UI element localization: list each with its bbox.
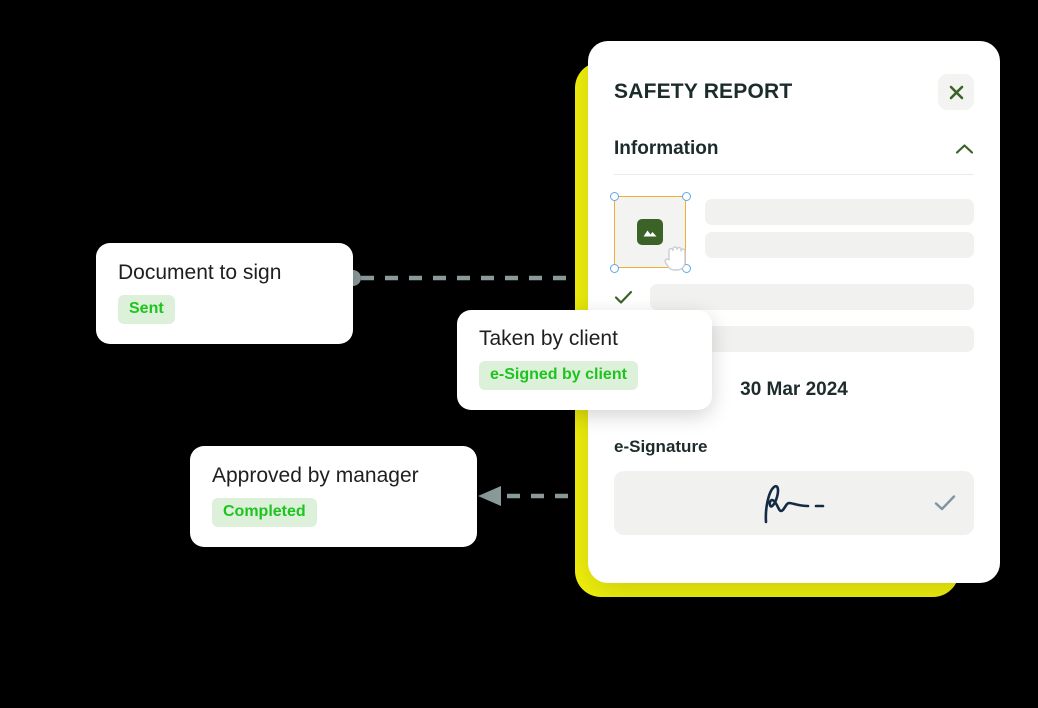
status-badge: e-Signed by client — [479, 361, 638, 390]
skeleton-field — [705, 199, 974, 225]
collapse-section-button[interactable] — [955, 143, 974, 155]
flow-card-title: Taken by client — [479, 327, 618, 350]
connector-arrow-left-2 — [478, 486, 501, 506]
skeleton-field — [705, 232, 974, 258]
flow-card-title: Approved by manager — [212, 464, 419, 487]
thumbnail-selection — [609, 191, 691, 273]
chevron-up-icon — [955, 144, 974, 154]
close-button[interactable] — [938, 74, 974, 110]
image-icon — [637, 219, 663, 245]
signature-verified — [934, 495, 956, 512]
thumbnail-row — [609, 191, 974, 273]
signature-label: e-Signature — [614, 437, 708, 456]
flow-card-taken-by-client[interactable]: Taken by client e-Signed by client — [457, 310, 712, 410]
section-title: Information — [614, 138, 719, 159]
signature-field[interactable] — [614, 471, 974, 535]
check-icon — [614, 290, 633, 304]
flow-card-title: Document to sign — [118, 261, 282, 284]
field-skeletons — [705, 196, 974, 268]
panel-header: SAFETY REPORT — [614, 41, 974, 110]
skeleton-field — [650, 284, 974, 310]
flow-card-document-to-sign[interactable]: Document to sign Sent — [96, 243, 353, 344]
information-section-header[interactable]: Information — [614, 138, 974, 175]
report-date: 30 Mar 2024 — [740, 379, 848, 400]
check-icon — [934, 495, 956, 511]
status-badge: Completed — [212, 498, 317, 527]
resize-handle-top-right[interactable] — [681, 191, 691, 201]
resize-handle-top-left[interactable] — [609, 191, 619, 201]
resize-handle-bottom-right[interactable] — [681, 263, 691, 273]
resize-handle-bottom-left[interactable] — [609, 263, 619, 273]
status-badge: Sent — [118, 295, 175, 324]
signature-scribble-icon — [764, 484, 825, 524]
checkbox-checked[interactable] — [614, 284, 650, 310]
connector-path-1 — [361, 275, 588, 290]
image-thumbnail[interactable] — [614, 196, 686, 268]
checklist-row — [614, 284, 974, 310]
close-icon — [949, 85, 963, 99]
page-title: SAFETY REPORT — [614, 80, 793, 103]
flow-card-approved-by-manager[interactable]: Approved by manager Completed — [190, 446, 477, 547]
